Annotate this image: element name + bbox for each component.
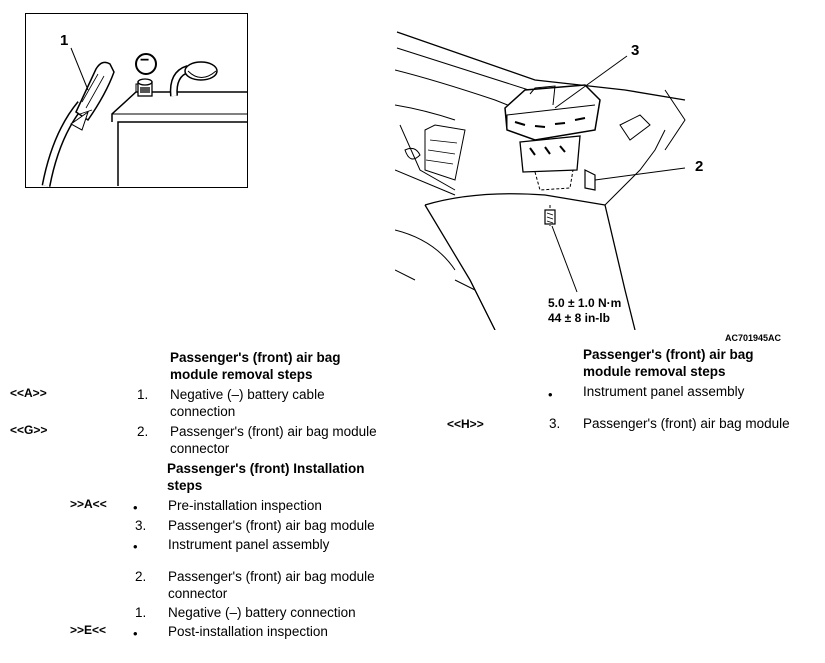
step-ref: <<H>> [447, 417, 484, 431]
step-text: Passenger's (front) air bag module conne… [170, 424, 377, 456]
callout-3: 3 [631, 42, 640, 59]
battery-illustration [41, 47, 247, 187]
figure-id-number: AC701945 [725, 333, 769, 343]
negative-terminal-icon: − [140, 52, 150, 69]
removal-steps-heading-right: Passenger's (front) air bag module remov… [583, 347, 754, 379]
step-ref: <<A>> [10, 386, 47, 400]
step-text: Negative (–) battery cable connection [170, 387, 325, 419]
step-text: Passenger's (front) air bag module [583, 416, 790, 431]
torque-metric: 5.0 ± 1.0 N·m [548, 296, 622, 310]
step-text: Pre-installation inspection [168, 498, 322, 513]
torque-spec: 5.0 ± 1.0 N·m 44 ± 8 in-lb [548, 296, 621, 326]
instrument-panel-illustration [395, 31, 686, 330]
battery-inset-frame: 1 − [25, 13, 248, 188]
step-number: 3. [549, 416, 561, 431]
removal-steps-heading: Passenger's (front) air bag module remov… [170, 350, 341, 382]
step-text: Passenger's (front) air bag module [168, 518, 375, 533]
callout-2: 2 [695, 158, 704, 175]
step-number: 2. [137, 424, 149, 439]
step-number: 1. [135, 605, 147, 620]
step-text: Instrument panel assembly [583, 384, 745, 399]
step-number: 1. [137, 387, 149, 402]
step-ref: <<G>> [10, 423, 48, 437]
figure-id-suffix: AC [768, 333, 782, 343]
torque-imperial: 44 ± 8 in-lb [548, 311, 610, 325]
bullet-icon: • [133, 626, 138, 641]
step-number: 3. [135, 518, 147, 533]
step-text: Passenger's (front) air bag module conne… [168, 569, 375, 601]
step-ref: >>A<< [70, 497, 107, 511]
bullet-icon: • [133, 539, 138, 554]
step-text: Instrument panel assembly [168, 537, 330, 552]
callout-1: 1 [60, 32, 69, 49]
figure-id: AC701945AC [725, 333, 781, 343]
bullet-icon: • [133, 500, 138, 515]
bullet-icon: • [548, 387, 553, 402]
step-text: Negative (–) battery connection [168, 605, 356, 620]
step-text: Post-installation inspection [168, 624, 328, 639]
installation-steps-heading: Passenger's (front) Installation steps [167, 461, 365, 493]
step-number: 2. [135, 569, 147, 584]
step-ref: >>E<< [70, 623, 107, 637]
